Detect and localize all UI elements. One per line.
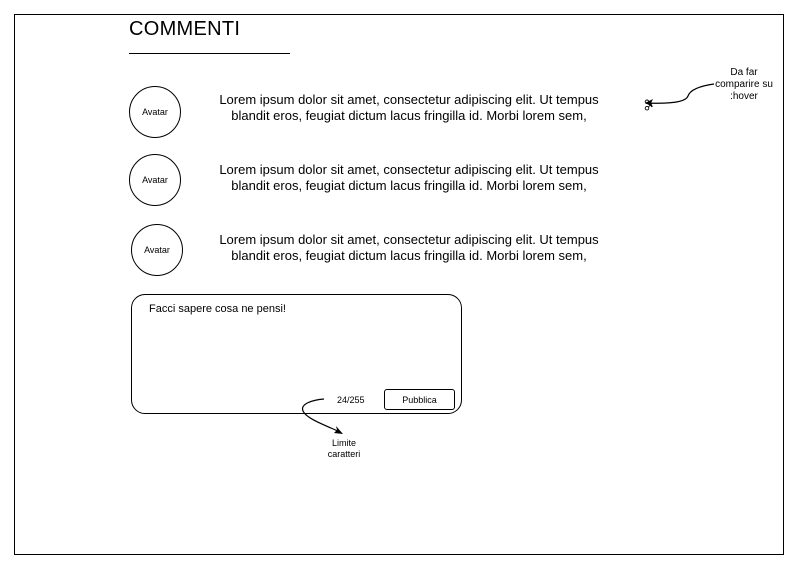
wireframe-frame — [14, 14, 784, 555]
hover-annotation: Da far comparire su :hover — [715, 67, 773, 102]
comment-text: Lorem ipsum dolor sit amet, consectetur … — [219, 92, 599, 123]
hover-arrow — [645, 83, 715, 104]
comment-input-placeholder: Facci sapere cosa ne pensi! — [149, 303, 286, 315]
scissors-icon — [644, 99, 653, 111]
comment-avatar[interactable]: Avatar — [129, 154, 181, 206]
comment-text: Lorem ipsum dolor sit amet, consectetur … — [219, 232, 599, 263]
publish-button[interactable]: Pubblica — [384, 389, 455, 410]
comment-text: Lorem ipsum dolor sit amet, consectetur … — [219, 162, 599, 193]
section-title: COMMENTI — [129, 18, 241, 40]
comment-avatar[interactable]: Avatar — [129, 86, 181, 138]
comment-input[interactable] — [131, 294, 462, 414]
title-underline — [129, 53, 290, 54]
limit-arrow — [301, 398, 341, 433]
limit-annotation: Limite caratteri — [327, 438, 361, 459]
limit-arrowhead — [334, 426, 343, 434]
comment-avatar[interactable]: Avatar — [131, 224, 183, 276]
character-counter: 24/255 — [337, 395, 365, 405]
